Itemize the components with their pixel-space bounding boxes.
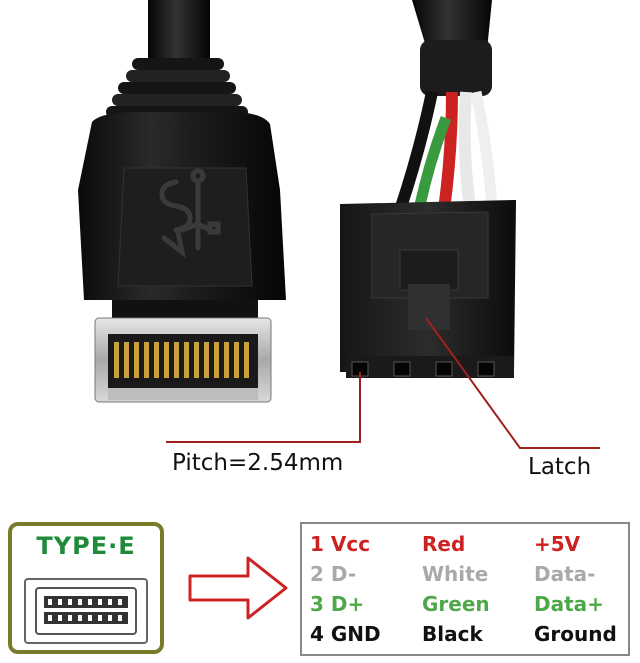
type-e-logo-text: TYPE·E — [36, 532, 136, 560]
pin-cell: 4 GND — [310, 622, 381, 646]
pinout-table: 1 Vcc Red +5V 2 D- White Data- 3 D+ Gree… — [300, 522, 630, 656]
product-photo — [78, 0, 600, 449]
type-e-logo-box: TYPE·E — [8, 522, 164, 654]
wire-color-cell: Black — [422, 622, 483, 646]
latch-label: Latch — [528, 454, 592, 480]
pin-cell: 1 Vcc — [310, 532, 371, 556]
signal-cell: Data+ — [534, 592, 604, 616]
pin-cell: 2 D- — [310, 562, 357, 586]
right-arrow-icon — [188, 556, 288, 620]
wire-color-cell: White — [422, 562, 489, 586]
wire-color-cell: Green — [422, 592, 490, 616]
signal-cell: Data- — [534, 562, 596, 586]
usb-superspeed-icon — [159, 168, 221, 259]
wire-color-cell: Red — [422, 532, 466, 556]
type-e-plug — [78, 0, 286, 403]
type-e-port-icon — [24, 578, 148, 644]
pin-cell: 3 D+ — [310, 592, 365, 616]
pitch-annotation-line — [166, 372, 361, 443]
four-pin-connector — [340, 0, 516, 378]
pitch-label: Pitch=2.54mm — [172, 450, 344, 476]
signal-cell: +5V — [534, 532, 581, 556]
latch-annotation-line — [425, 317, 600, 449]
signal-cell: Ground — [534, 622, 617, 646]
